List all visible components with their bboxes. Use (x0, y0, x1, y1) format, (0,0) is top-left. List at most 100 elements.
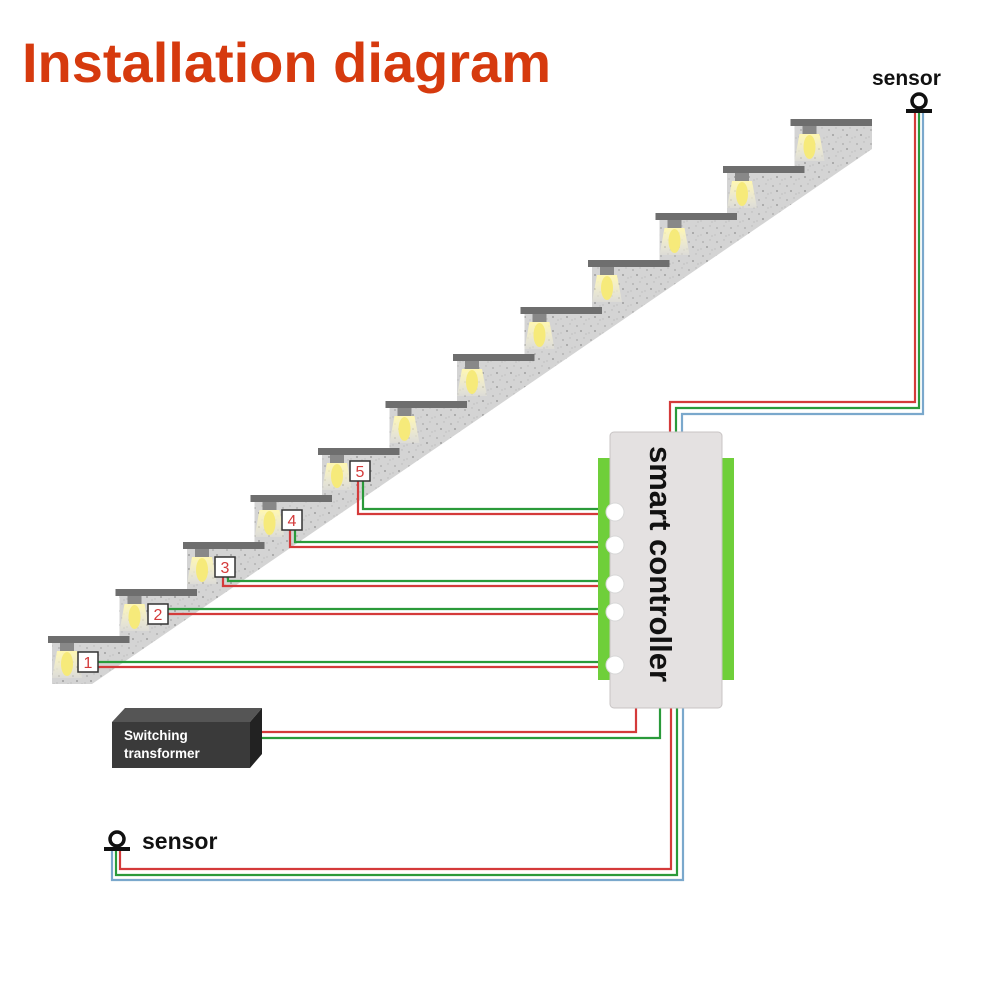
stair-step (723, 166, 805, 208)
step-marker-number: 5 (356, 464, 365, 481)
step-light-glow (128, 605, 141, 629)
transformer-front (112, 722, 250, 768)
stair-tread (520, 307, 602, 314)
wire (226, 577, 612, 583)
sensor-bottom-label: sensor (142, 828, 217, 854)
wire (118, 708, 673, 871)
transformer-top (112, 708, 262, 722)
step-light-glow (533, 323, 546, 347)
staircase (48, 119, 872, 684)
stair-step (655, 213, 737, 255)
sensor-icon (906, 92, 932, 113)
stair-tread (48, 636, 130, 643)
step-light-glow (61, 652, 73, 676)
controller-ports (605, 502, 625, 675)
wire (674, 113, 921, 432)
step-light-glow (803, 135, 816, 159)
step-light-fixture (60, 643, 74, 651)
stair-step (318, 448, 400, 490)
controller-port (605, 502, 625, 522)
step-light-glow (398, 417, 411, 441)
step-light-fixture (330, 455, 344, 463)
stair-tread (453, 354, 535, 361)
stair-tread (723, 166, 805, 173)
stair-tread (318, 448, 400, 455)
step-light-glow (196, 558, 208, 582)
step-marker: 3 (214, 556, 236, 578)
stair-step (115, 589, 197, 631)
wire (262, 708, 638, 734)
transformer-label-line2: transformer (124, 746, 201, 761)
step-light-glow (601, 276, 613, 300)
stair-step (385, 401, 467, 443)
sensor-icon (104, 830, 130, 851)
step-marker: 2 (147, 603, 169, 625)
step-light-fixture (195, 549, 209, 557)
stair-step (183, 542, 265, 584)
stair-tread (790, 119, 872, 126)
controller-body (609, 431, 723, 709)
step-light-fixture (397, 408, 412, 416)
wire (159, 607, 612, 624)
wire (114, 708, 679, 877)
step-light-glow (263, 511, 276, 535)
stair-tread (183, 542, 265, 549)
stair-tread (385, 401, 467, 408)
step-light-glow (466, 370, 478, 394)
wire (680, 113, 925, 432)
step-marker-box (281, 509, 303, 531)
wire (154, 612, 612, 624)
step-light-fixture (262, 502, 277, 510)
stair-step (48, 636, 130, 678)
wire (110, 708, 685, 882)
wire (84, 665, 612, 672)
step-light-fixture (735, 173, 749, 181)
transformer-side (250, 708, 262, 768)
step-light-fixture (465, 361, 479, 369)
switching-transformer: Switching transformer (112, 708, 262, 768)
stair-tread (115, 589, 197, 596)
step-marker-box (349, 460, 371, 482)
wire (361, 481, 612, 511)
stair-tread (655, 213, 737, 220)
page-title: Installation diagram (22, 31, 551, 94)
step-light-fixture (802, 126, 817, 134)
step-marker-number: 2 (154, 607, 163, 624)
controller-port (605, 655, 625, 675)
step-light-fixture (532, 314, 547, 322)
controller-port (605, 535, 625, 555)
step-light-glow (668, 229, 681, 253)
step-light-glow (736, 182, 748, 206)
stair-step (250, 495, 332, 537)
step-light-glow (331, 464, 343, 488)
transformer-label-line1: Switching (124, 728, 188, 743)
step-marker-number: 1 (84, 655, 93, 672)
step-marker-number: 4 (288, 513, 297, 530)
wire (293, 530, 612, 544)
step-marker-box (77, 651, 99, 673)
controller-label: smart controller (643, 446, 678, 682)
controller-rail-right (720, 458, 734, 680)
sensor-top-label: sensor (872, 67, 941, 90)
step-marker-box (147, 603, 169, 625)
step-marker: 1 (77, 651, 99, 673)
step-light-fixture (127, 596, 142, 604)
wire (668, 113, 917, 432)
step-marker: 4 (281, 509, 303, 531)
stair-step (588, 260, 670, 302)
stair-tread (588, 260, 670, 267)
smart-controller: smart controller (598, 431, 734, 709)
step-marker-box (214, 556, 236, 578)
stair-step (790, 119, 872, 161)
step-markers: 1 2 3 4 5 (77, 460, 371, 673)
wire (262, 708, 662, 740)
sensor-top: sensor (872, 67, 941, 113)
step-light-fixture (667, 220, 682, 228)
wire (356, 481, 612, 516)
step-marker: 5 (349, 460, 371, 482)
wire (288, 530, 612, 549)
controller-port (605, 574, 625, 594)
stair-step (520, 307, 602, 349)
step-light-fixture (600, 267, 614, 275)
